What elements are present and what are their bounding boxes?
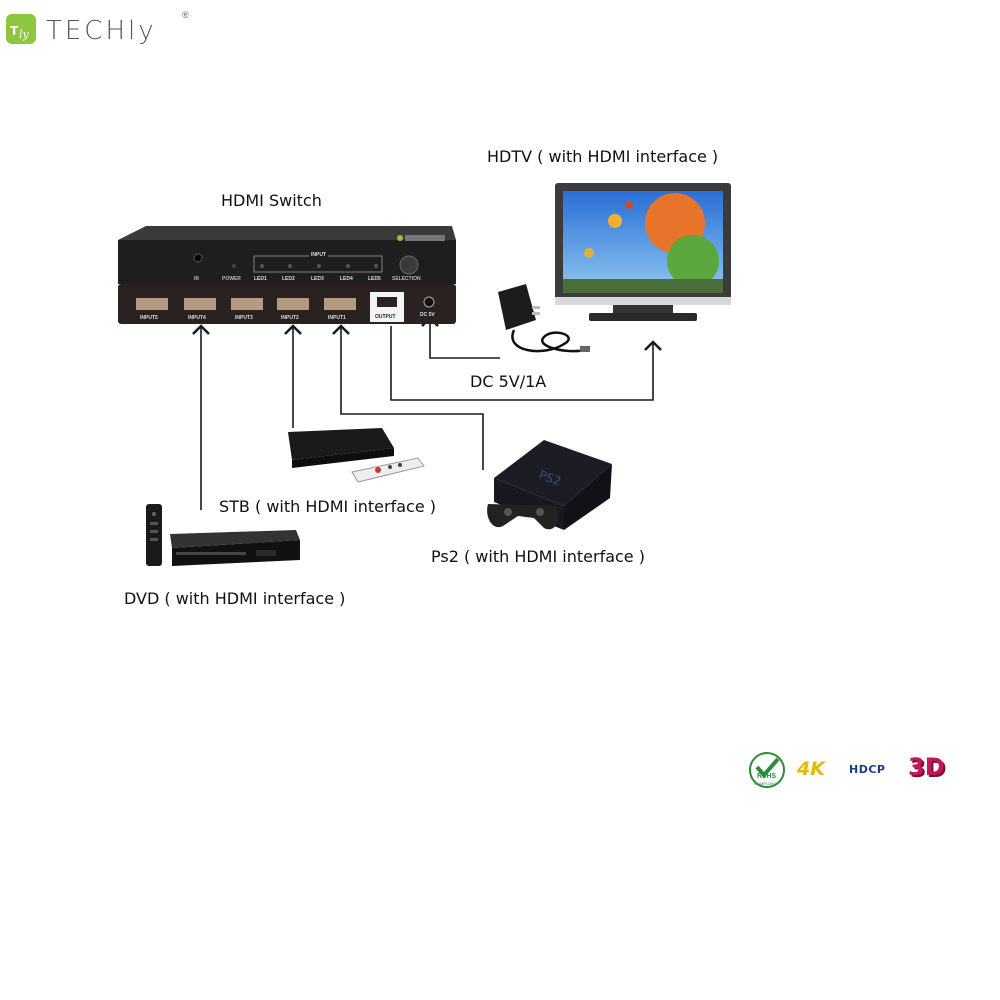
- rohs-subtext: COMPLIANT: [754, 781, 778, 786]
- led1-label: LED1: [254, 276, 267, 282]
- selection-label: SELECTION: [392, 276, 421, 282]
- svg-text:T: T: [10, 24, 19, 38]
- dvd-label: DVD ( with HDMI interface ): [124, 589, 346, 608]
- rohs-check-icon: [749, 752, 785, 788]
- led4-label: LED4: [340, 276, 353, 282]
- stb-device: [282, 426, 428, 490]
- hdmi-switch-device: IR POWER INPUT LED1 LED2 LED3 LED4 LED5 …: [116, 226, 458, 326]
- led2-label: LED2: [282, 276, 295, 282]
- hdmi-switch-label: HDMI Switch: [221, 191, 322, 210]
- dc-adapter-device: [484, 282, 594, 362]
- input3-label: INPUT3: [235, 315, 253, 321]
- ps2-device: PS2: [484, 438, 614, 538]
- game-console-icon: PS2: [487, 440, 612, 530]
- hdtv-label: HDTV ( with HDMI interface ): [487, 147, 719, 166]
- techly-logo-mark: T ly: [6, 14, 36, 44]
- brand-logo: T ly TECHly ®: [6, 10, 196, 52]
- rohs-badge: RoHS COMPLIANT: [748, 751, 786, 789]
- stb-label: STB ( with HDMI interface ): [219, 497, 436, 516]
- power-label: POWER: [222, 276, 241, 282]
- hdcp-badge: HDCP: [849, 763, 886, 776]
- 3d-badge: 3D: [908, 753, 945, 781]
- 4k-badge: 4K: [797, 758, 825, 780]
- led5-label: LED5: [368, 276, 381, 282]
- dvd-device: [146, 504, 302, 570]
- logo-wordmark: TECHly: [46, 16, 157, 46]
- power-adapter-icon: [498, 284, 590, 353]
- ps2-label: Ps2 ( with HDMI interface ): [431, 547, 645, 566]
- dvd-player-icon: [146, 504, 300, 566]
- input1-label: INPUT1: [328, 315, 346, 321]
- tv-icon: [555, 183, 731, 321]
- ir-label: IR: [194, 276, 199, 282]
- wire-output: [390, 326, 662, 401]
- output-label: OUTPUT: [375, 314, 396, 320]
- registered-mark: ®: [182, 10, 189, 20]
- input5-label: INPUT5: [140, 315, 158, 321]
- hdtv-device: [555, 183, 733, 325]
- wire-ps2: [332, 324, 484, 470]
- led3-label: LED3: [311, 276, 324, 282]
- input4-label: INPUT4: [188, 315, 206, 321]
- set-top-box-icon: [288, 428, 425, 483]
- input-group-label: INPUT: [309, 252, 328, 258]
- svg-text:ly: ly: [19, 28, 30, 41]
- input2-label: INPUT2: [281, 315, 299, 321]
- hdmi-switch-graphic: [118, 226, 456, 324]
- wire-dc: [421, 316, 500, 359]
- dc-label: DC 5V/1A: [470, 372, 547, 391]
- dc5v-label: DC 5V: [420, 312, 435, 318]
- rohs-text: RoHS: [757, 773, 777, 780]
